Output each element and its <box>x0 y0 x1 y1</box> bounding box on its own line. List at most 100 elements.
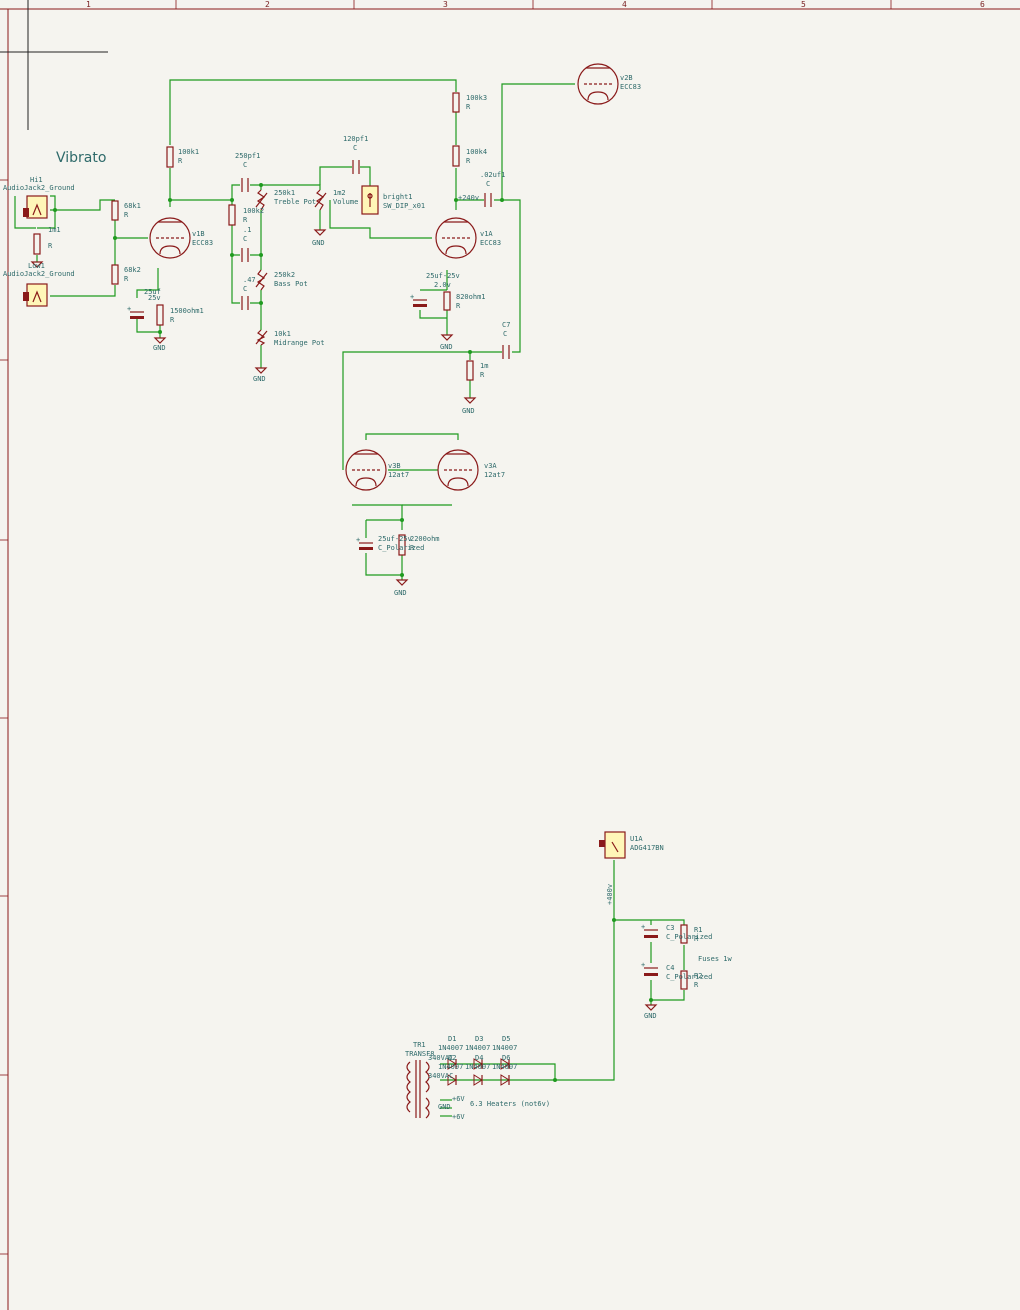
diode-d3[interactable] <box>473 1058 483 1070</box>
label-250pf-val: C <box>243 161 247 169</box>
cap-25uf1[interactable]: + <box>127 305 144 319</box>
label-2200-val: R <box>410 544 415 552</box>
cap-120pf1[interactable] <box>352 160 360 174</box>
label-25uf3-val: C_Polarized <box>378 544 424 552</box>
pot-midrange[interactable] <box>255 329 268 346</box>
label-r2-val: R <box>694 981 699 989</box>
label-heaters: 6.3 Heaters (not6v) <box>470 1100 550 1108</box>
pot-bass[interactable] <box>255 269 268 291</box>
tube-v1b[interactable] <box>149 217 191 259</box>
cap-0p47[interactable] <box>241 296 249 310</box>
label-68k2: 68k2 <box>124 266 141 274</box>
label-820-val: R <box>456 302 461 310</box>
cap-250pf1[interactable] <box>241 178 249 192</box>
cap-0p1[interactable] <box>241 248 249 262</box>
wires <box>14 79 685 1117</box>
switch-bright[interactable] <box>361 185 379 215</box>
resistor-100k2[interactable] <box>228 204 236 226</box>
cap-25uf2[interactable]: + <box>410 293 427 307</box>
resistor-820ohm1[interactable] <box>443 291 451 311</box>
label-2v: 2.0v <box>434 281 451 289</box>
ruler-4: 4 <box>622 0 627 9</box>
resistor-r1[interactable] <box>680 924 688 944</box>
resistor-1500ohm1[interactable] <box>156 304 164 326</box>
label-250pf: 250pf1 <box>235 152 260 160</box>
svg-text:+: + <box>127 305 131 313</box>
label-25uf1: 25uf <box>144 288 161 296</box>
transformer-tr1[interactable] <box>406 1060 430 1119</box>
resistor-1m[interactable] <box>466 360 474 381</box>
label-v1a-val: ECC83 <box>480 239 501 247</box>
label-r1: R1 <box>694 926 702 934</box>
label-gnd-5: GND <box>462 407 475 415</box>
resistor-100k1[interactable] <box>166 146 174 168</box>
label-100k3-val: R <box>466 103 471 111</box>
resistor-r2[interactable] <box>680 970 688 990</box>
label-v3b-val: 12at7 <box>388 471 409 479</box>
cap-25uf3[interactable]: + <box>356 536 373 550</box>
cap-c7[interactable] <box>502 345 510 359</box>
tube-v2b[interactable] <box>577 63 619 105</box>
resistor-68k1[interactable] <box>111 200 119 221</box>
label-c3: C3 <box>666 924 674 932</box>
label-820: 820ohm1 <box>456 293 486 301</box>
cap-02uf1[interactable] <box>484 193 492 207</box>
cap-c4[interactable]: + <box>641 961 658 976</box>
label-treble-val: Treble Pot <box>274 198 316 206</box>
resistor-2200ohm[interactable] <box>398 534 406 556</box>
label-vol-val: Volume <box>333 198 358 206</box>
label-bass: 250k2 <box>274 271 295 279</box>
label-d3-val: 1N4007 <box>465 1044 490 1052</box>
label-100k4: 100k4 <box>466 148 487 156</box>
resistor-68k2[interactable] <box>111 264 119 285</box>
ruler-5: 5 <box>801 0 806 9</box>
label-1m-val: R <box>480 371 485 379</box>
label-120pf-val: C <box>353 144 357 152</box>
ruler-3: 3 <box>443 0 448 9</box>
label-fuses: Fuses 1w <box>698 955 733 963</box>
tube-v1a[interactable] <box>435 217 477 259</box>
label-v1b-val: ECC83 <box>192 239 213 247</box>
label-v3a-val: 12at7 <box>484 471 505 479</box>
audio-jack-low1[interactable] <box>23 283 48 307</box>
diode-d6[interactable] <box>500 1074 510 1086</box>
label-02uf-val: C <box>486 180 490 188</box>
label-400v: +400v <box>606 884 614 905</box>
label-d6-val: 1N4007 <box>492 1063 517 1071</box>
junctions <box>53 183 653 1082</box>
diode-d4[interactable] <box>473 1074 483 1086</box>
label-bright-val: SW_DIP_x01 <box>383 202 425 210</box>
tube-v3b[interactable] <box>345 449 387 491</box>
ruler-2: 2 <box>265 0 270 9</box>
label-c3-val: C_Polarized <box>666 933 712 941</box>
diode-d5[interactable] <box>500 1058 510 1070</box>
sheet-title: Vibrato <box>56 150 106 166</box>
resistor-100k4[interactable] <box>452 145 460 167</box>
label-68k1-val: R <box>124 211 129 219</box>
label-bright: bright1 <box>383 193 413 201</box>
label-d5: D5 <box>502 1035 510 1043</box>
cap-c3[interactable]: + <box>641 923 658 938</box>
label-d3: D3 <box>475 1035 483 1043</box>
label-mid: 10k1 <box>274 330 291 338</box>
pot-treble[interactable] <box>255 189 268 211</box>
label-gnd-1: GND <box>153 344 166 352</box>
diode-d1[interactable] <box>447 1058 457 1070</box>
label-tr1-val: TRANSF8 <box>405 1050 435 1058</box>
audio-jack-hi1[interactable] <box>23 195 48 219</box>
label-240v: +240v <box>458 194 479 202</box>
label-v2b-ref: v2B <box>620 74 633 82</box>
label-hi1-ref: Hi1 <box>30 176 43 184</box>
label-6v-a: +6V <box>452 1095 465 1103</box>
label-1500: 1500ohm1 <box>170 307 204 315</box>
diode-d2[interactable] <box>447 1074 457 1086</box>
switch-u1a[interactable] <box>599 831 626 859</box>
pot-volume[interactable] <box>314 189 327 211</box>
label-100k2-val: R <box>243 216 248 224</box>
label-d1-val: 1N4007 <box>438 1044 463 1052</box>
resistor-1m1[interactable] <box>33 233 41 255</box>
label-v2b-val: ECC83 <box>620 83 641 91</box>
resistor-100k3[interactable] <box>452 92 460 113</box>
tube-v3a[interactable] <box>437 449 479 491</box>
